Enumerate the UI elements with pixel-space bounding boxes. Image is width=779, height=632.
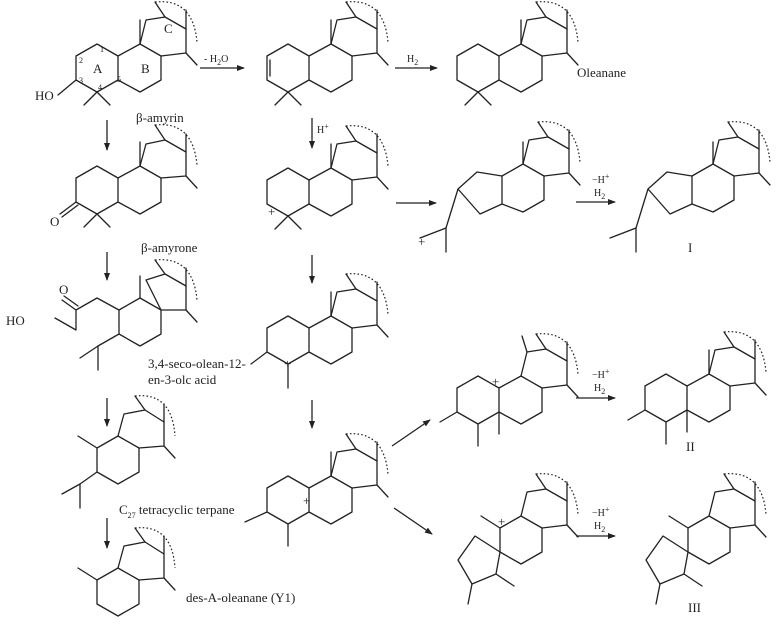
hydrogenation-reagent: H2	[407, 54, 418, 67]
structure-des-a-oleanane	[77, 527, 176, 617]
product-III-label: III	[688, 600, 701, 615]
acid-hydroxyl-label: HO	[6, 313, 25, 328]
ring-c-label: C	[164, 21, 173, 36]
hydrogenation-reagent-1: H2	[594, 188, 605, 201]
ring-a-label: A	[93, 61, 103, 76]
structure-beta-amyrone	[59, 124, 198, 228]
carbocation-plus-3: +	[284, 356, 291, 371]
ring-b-label: B	[141, 61, 150, 76]
atom-number-5: 5	[117, 75, 121, 84]
structure-product-I	[609, 121, 771, 253]
atom-number-3: 3	[79, 76, 83, 85]
structure-cation-c5	[244, 433, 389, 547]
carbocation-plus-2: +	[418, 234, 425, 249]
structure-spiro-cation	[457, 473, 579, 605]
beta-amyrin-label: β-amyrin	[136, 110, 184, 125]
structure-c27-terpane	[61, 395, 176, 509]
oleanane-label: Oleanane	[577, 65, 626, 80]
c27-label: C27 tetracyclic terpane	[119, 502, 235, 520]
structure-product-III	[645, 473, 767, 605]
des-a-oleanane-label: des-A-oleanane (Y1)	[186, 590, 295, 605]
structure-cation-c3	[266, 125, 389, 230]
structure-cation-c4	[250, 273, 389, 389]
seco-acid-label-line2: en-3-olc acid	[148, 372, 217, 387]
product-I-label: I	[688, 240, 692, 255]
carbocation-plus-6: +	[498, 514, 505, 529]
ketone-oxygen-label: O	[50, 214, 59, 229]
dehydration-reagent: - H2O	[204, 54, 228, 67]
hydrogenation-reagent-2: H2	[594, 383, 605, 396]
protonation-reagent: H+	[317, 122, 329, 136]
structure-seco-acid	[54, 259, 198, 371]
deprotonation-reagent-2: −H+	[592, 367, 610, 381]
arrow-to-spiro-cation	[393, 507, 433, 535]
beta-amyrone-label: β-amyrone	[141, 240, 198, 255]
deprotonation-reagent-3: −H+	[592, 505, 610, 519]
atom-number-2: 2	[79, 56, 83, 65]
carbocation-plus-1: +	[268, 204, 275, 219]
atom-number-4: 4	[98, 83, 102, 92]
product-II-label: II	[686, 439, 695, 454]
atom-number-1: 1	[100, 45, 104, 54]
structure-olean-2-ene	[266, 1, 389, 106]
hydroxyl-label: HO	[35, 88, 54, 103]
structure-cation-five-ring	[419, 121, 581, 253]
structure-product-II	[627, 331, 767, 445]
structure-oleanane	[456, 1, 579, 106]
structure-cation-c8	[439, 333, 579, 447]
carbocation-plus-5: +	[492, 374, 499, 389]
carbocation-plus-4: +	[303, 493, 310, 508]
structure-beta-amyrin	[57, 1, 198, 106]
acid-carbonyl-oxygen-label: O	[59, 282, 68, 297]
hydrogenation-reagent-3: H2	[594, 521, 605, 534]
deprotonation-reagent-1: −H+	[592, 172, 610, 186]
arrow-to-cation-c8	[391, 419, 431, 447]
seco-acid-label-line1: 3,4-seco-olean-12-	[148, 356, 246, 371]
